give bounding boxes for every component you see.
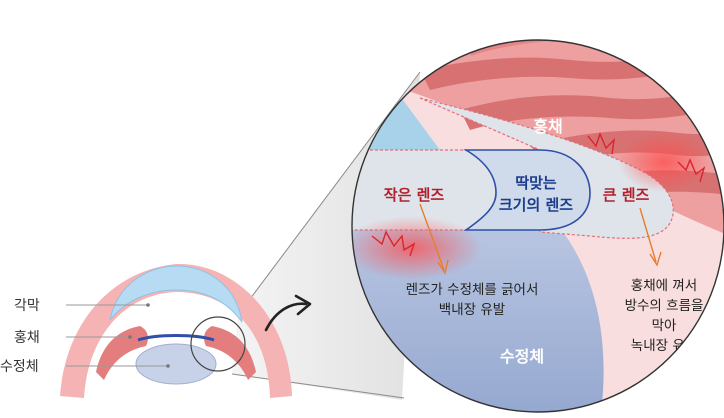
big-note-3: 막아: [652, 318, 677, 334]
small-note-1: 렌즈가 수정체를 긁어서: [406, 282, 539, 298]
fit-lens-label-1: 딱맞는: [515, 174, 557, 192]
big-note-1: 홍채에 껴서: [631, 278, 697, 294]
spark-left-icon: [371, 230, 416, 257]
cornea-shape: [109, 265, 243, 323]
iris-right: [204, 326, 256, 380]
pointer-small-lens: [419, 203, 445, 271]
cone-edge-bottom: [231, 373, 405, 399]
arrow-head-icon: [294, 294, 312, 316]
fit-lens-label-2: 크기의 렌즈: [499, 196, 573, 214]
zoom-label-crystalline: 수정체: [500, 347, 544, 366]
eye-cross-section: [60, 263, 292, 398]
zoom-circle-border: [351, 39, 724, 413]
left-labels: 각막 홍채 수정체: [0, 298, 170, 375]
zoom-label-iris: 홍채: [533, 117, 562, 136]
label-iris: 홍채: [14, 330, 40, 346]
spark-top-icon: [587, 132, 615, 155]
small-note-2: 백내장 유발: [439, 302, 505, 318]
implant-lens: [137, 334, 215, 342]
pointer-big-lens: [639, 207, 657, 263]
damage-glow-right: [618, 132, 710, 192]
small-lens-label: 작은 렌즈: [384, 186, 445, 204]
cone-edge-top: [237, 71, 421, 316]
fit-lens-shape: [463, 149, 591, 231]
big-lens-label: 큰 렌즈: [603, 186, 650, 204]
spark-right-icon: [677, 158, 706, 183]
crystalline-lens: [135, 343, 217, 385]
big-note-2: 방수의 흐름을: [625, 298, 704, 314]
label-cornea: 각막: [14, 298, 40, 314]
big-note-4: 녹내장 유발: [631, 338, 697, 354]
curved-arrow-icon: [264, 302, 308, 332]
label-lens: 수정체: [0, 359, 39, 375]
zoom-source-circle: [190, 316, 246, 372]
